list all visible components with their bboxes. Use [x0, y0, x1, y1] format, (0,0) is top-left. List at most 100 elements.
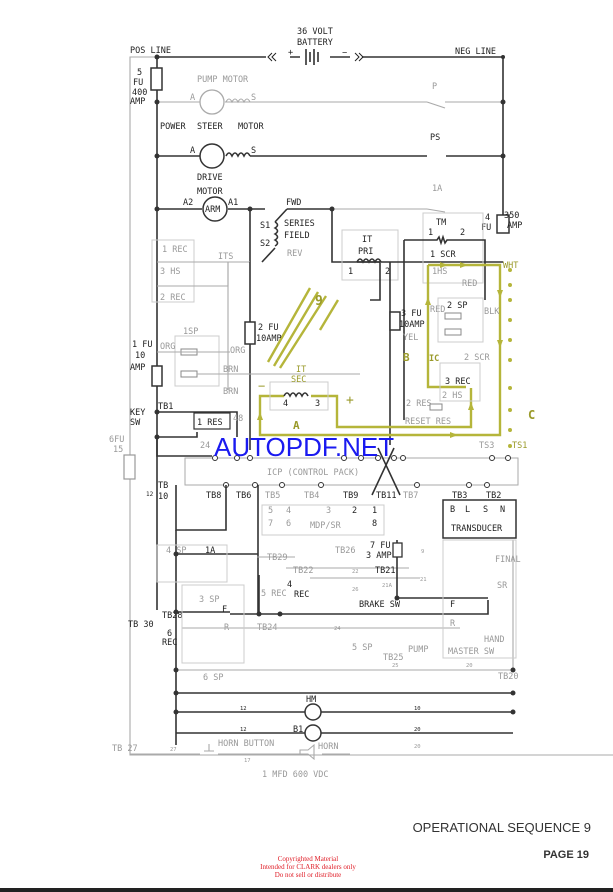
fuse5-label: 400 [132, 88, 147, 98]
svg-text:20: 20 [414, 727, 421, 733]
tm-1: 1 [428, 228, 433, 238]
hs3-label: 3 HS [160, 267, 180, 277]
fuse2-label: 2 FU [258, 323, 278, 333]
ts1-label: TS1 [512, 441, 527, 451]
mdp-pin: 8 [372, 519, 377, 529]
armature-icon [202, 196, 228, 222]
rec2-label: 2 REC [160, 293, 186, 303]
wht-label: WHT [503, 261, 518, 271]
sr-label: SR [497, 581, 508, 591]
sp1-label: 1SP [183, 327, 198, 337]
svg-text:26: 26 [352, 587, 359, 593]
sp3-box [181, 584, 245, 664]
fuse6-label: 6FU [109, 435, 124, 445]
sp5-label: 5 SP [352, 643, 372, 653]
terminal-s: S [251, 146, 256, 156]
tb1-label: TB1 [158, 402, 173, 412]
hs1-label: 1HS [432, 267, 447, 277]
series-field-icon [261, 208, 288, 263]
fuse-7fu [392, 542, 403, 558]
tm-label: TM [436, 218, 446, 228]
fuse4-label: FU [481, 223, 491, 233]
mdp-pin: 6 [286, 519, 291, 529]
contactor-p-icon [426, 101, 446, 109]
sp4-box [156, 544, 228, 583]
tb22-label: TB22 [293, 566, 313, 576]
pri-2: 2 [385, 267, 390, 277]
a1-label: A1 [228, 198, 238, 208]
sp1-wires [157, 351, 360, 375]
key-sw-label: SW [130, 418, 141, 428]
tb6-label: TB6 [236, 491, 251, 501]
sec-minus: − [258, 379, 265, 393]
tb27-label: TB 27 [112, 744, 138, 754]
sp4-label: 4 SP [166, 546, 186, 556]
mdp-pin: 2 [352, 506, 357, 516]
fuse7-label: 3 AMP [366, 551, 392, 561]
res2-resistor [429, 403, 443, 411]
svg-text:12: 12 [240, 727, 247, 733]
tb9-label: TB9 [343, 491, 358, 501]
ic-label: IC [429, 354, 439, 364]
mdp-sr-box [261, 504, 385, 536]
sec-3: 3 [315, 399, 320, 409]
fuse2-label: 10AMP [256, 334, 282, 344]
junction-dots [154, 54, 516, 715]
series-field-label: FIELD [284, 231, 310, 241]
it-pri-box [341, 229, 399, 281]
its-label: ITS [218, 252, 233, 262]
b1-label: B1 [293, 725, 303, 735]
hand-master-sw-box [442, 539, 517, 659]
tb4-label: TB4 [304, 491, 319, 501]
fuse6-label: 15 [113, 445, 123, 455]
tb10-label: TB [158, 481, 168, 491]
svg-text:21A: 21A [382, 583, 393, 589]
svg-text:17: 17 [244, 758, 251, 764]
tb7-label: TB7 [403, 491, 418, 501]
res1-box [193, 412, 231, 430]
mdp-pin: 3 [326, 506, 331, 516]
path-a-label: A [293, 419, 300, 432]
sp6-label: 6 SP [203, 673, 223, 683]
icp-crossover-wires [175, 447, 401, 531]
path-b-label: B [403, 351, 410, 364]
tb30-label: TB 30 [128, 620, 154, 630]
res1-label: 1 RES [197, 418, 223, 428]
terminal-a: A [190, 146, 195, 156]
f-coil-label: F [222, 605, 227, 615]
final-label: FINAL [495, 555, 521, 565]
brn-label-2: BRN [223, 387, 238, 397]
s2-label: S2 [260, 239, 270, 249]
fuse3-label: 3 FU [401, 309, 421, 319]
svg-text:21: 21 [420, 577, 427, 583]
terminal-a: A [190, 93, 195, 103]
it-pri-label: PRI [358, 247, 373, 257]
sp2-resistor [444, 328, 462, 336]
it-sec-box [269, 381, 329, 411]
battery-label-1: 36 VOLT [297, 27, 333, 37]
pump-motor-label: PUMP MOTOR [197, 75, 249, 85]
fuse4-label: AMP [507, 221, 522, 231]
contactor-1a-row [332, 208, 446, 213]
a2-label: A2 [183, 198, 193, 208]
wire-numbers: 22 26 21A 21 24 25 20 12 10 12 20 27 17 … [170, 549, 473, 764]
svg-text:12: 12 [240, 706, 247, 712]
sp1-box [174, 335, 220, 387]
neg-line-label: NEG LINE [455, 47, 496, 57]
battery-plus: + [288, 48, 293, 58]
steer-motor-icon [199, 143, 225, 169]
fuse-5fu [150, 67, 163, 91]
it-sec-label: IT [296, 365, 306, 375]
sp2-resistor [444, 312, 462, 320]
fuse-3fu [389, 311, 401, 331]
arm-label: ARM [205, 205, 220, 215]
page-title: OPERATIONAL SEQUENCE 9 [412, 820, 591, 835]
red-label: RED [462, 279, 477, 289]
power-steer-label: POWER [160, 122, 186, 132]
ts3-label: TS3 [479, 441, 494, 451]
fuse4-label: 350 [504, 211, 519, 221]
fuse7-label: 7 FU [370, 541, 390, 551]
sp2-label: 2 SP [447, 301, 467, 311]
drive-motor-label: DRIVE [197, 173, 223, 183]
drive-motor-label: MOTOR [197, 187, 223, 197]
